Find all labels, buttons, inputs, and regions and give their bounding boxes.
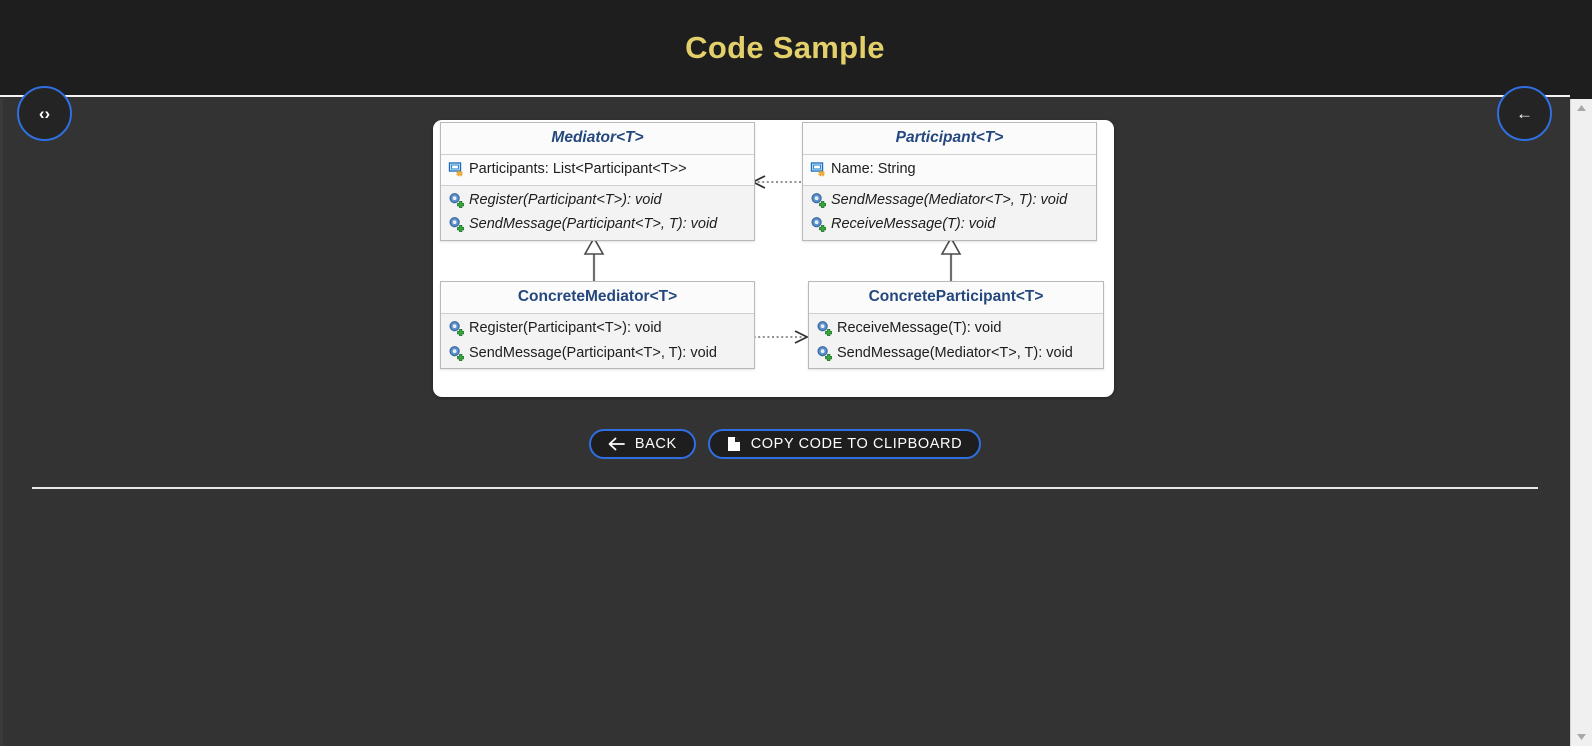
uml-class-participant[interactable]: Participant<T> Name: String — [802, 122, 1097, 241]
uml-attributes-section: Name: String — [803, 155, 1096, 186]
uml-method-row: ReceiveMessage(T): void — [803, 212, 1096, 237]
uml-class-title: ConcreteMediator<T> — [441, 282, 754, 314]
back-button[interactable]: BACK — [588, 429, 696, 459]
uml-attribute-label: Name: String — [831, 161, 916, 177]
arrow-left-icon: ← — [1516, 104, 1533, 123]
uml-method-row: Register(Participant<T>): void — [441, 316, 754, 341]
diagram-connectors — [583, 175, 962, 344]
uml-method-row: SendMessage(Participant<T>, T): void — [441, 341, 754, 366]
code-icon: ‹› — [38, 104, 51, 123]
uml-attribute-row: Name: String — [803, 157, 1096, 182]
action-button-row: BACK COPY CODE TO CLIPBOARD — [0, 429, 1570, 459]
method-icon — [448, 192, 464, 208]
uml-method-label: ReceiveMessage(T): void — [837, 320, 1002, 336]
clipboard-file-icon — [727, 436, 741, 452]
method-icon — [448, 320, 464, 337]
uml-class-concrete-participant[interactable]: ConcreteParticipant<T> ReceiveMessage(T)… — [808, 281, 1104, 370]
left-edge-strip — [0, 99, 3, 746]
uml-class-title: Mediator<T> — [441, 123, 754, 155]
method-icon — [816, 345, 832, 361]
uml-method-label: Register(Participant<T>): void — [469, 320, 662, 336]
uml-methods-section: SendMessage(Mediator<T>, T): void Receiv… — [803, 185, 1096, 240]
uml-method-row: Register(Participant<T>): void — [441, 188, 754, 213]
page-header: Code Sample — [0, 0, 1570, 97]
uml-method-row: ReceiveMessage(T): void — [809, 316, 1103, 341]
uml-methods-section: Register(Participant<T>): void SendMessa… — [441, 185, 754, 240]
scrollbar-corner — [1570, 0, 1592, 99]
uml-class-title: Participant<T> — [803, 123, 1096, 155]
uml-method-row: SendMessage(Mediator<T>, T): void — [809, 341, 1103, 366]
uml-method-label: SendMessage(Participant<T>, T): void — [469, 344, 717, 361]
uml-method-row: SendMessage(Mediator<T>, T): void — [803, 188, 1096, 213]
property-icon — [448, 161, 464, 177]
scroll-down-arrow-icon[interactable] — [1571, 728, 1592, 746]
property-icon — [810, 161, 826, 177]
method-icon — [810, 216, 826, 233]
scroll-up-arrow-icon[interactable] — [1571, 99, 1592, 117]
scrollbar-thumb[interactable] — [1572, 117, 1591, 717]
method-icon — [816, 320, 832, 337]
uml-class-mediator[interactable]: Mediator<T> Participants: List<Participa… — [440, 122, 755, 241]
page-title: Code Sample — [685, 29, 885, 65]
uml-method-label: SendMessage(Mediator<T>, T): void — [831, 191, 1068, 208]
content-area: Mediator<T> Participants: List<Participa… — [0, 99, 1570, 746]
uml-methods-section: ReceiveMessage(T): void SendMessage(Medi… — [809, 314, 1103, 369]
uml-method-row: SendMessage(Participant<T>, T): void — [441, 212, 754, 237]
uml-class-concrete-mediator[interactable]: ConcreteMediator<T> Register(Participant… — [440, 281, 755, 370]
back-button-label: BACK — [634, 436, 677, 452]
method-icon — [448, 345, 464, 361]
uml-method-label: SendMessage(Participant<T>, T): void — [469, 216, 718, 233]
method-icon — [448, 216, 464, 233]
arrow-left-icon — [608, 437, 625, 451]
uml-attribute-label: Participants: List<Participant<T>> — [469, 161, 687, 177]
code-toggle-button[interactable]: ‹› — [17, 86, 72, 141]
copy-code-button-label: COPY CODE TO CLIPBOARD — [750, 436, 963, 452]
uml-methods-section: Register(Participant<T>): void SendMessa… — [441, 314, 754, 369]
method-icon — [810, 192, 826, 208]
uml-diagram-panel: Mediator<T> Participants: List<Participa… — [433, 120, 1114, 397]
uml-method-label: SendMessage(Mediator<T>, T): void — [837, 344, 1073, 361]
uml-method-label: Register(Participant<T>): void — [469, 191, 662, 208]
back-nav-button[interactable]: ← — [1497, 86, 1552, 141]
vertical-scrollbar[interactable] — [1570, 99, 1592, 746]
copy-code-button[interactable]: COPY CODE TO CLIPBOARD — [707, 429, 982, 459]
uml-attributes-section: Participants: List<Participant<T>> — [441, 155, 754, 186]
uml-class-title: ConcreteParticipant<T> — [809, 282, 1103, 314]
section-divider — [32, 487, 1538, 489]
uml-method-label: ReceiveMessage(T): void — [831, 216, 996, 233]
uml-attribute-row: Participants: List<Participant<T>> — [441, 157, 754, 182]
